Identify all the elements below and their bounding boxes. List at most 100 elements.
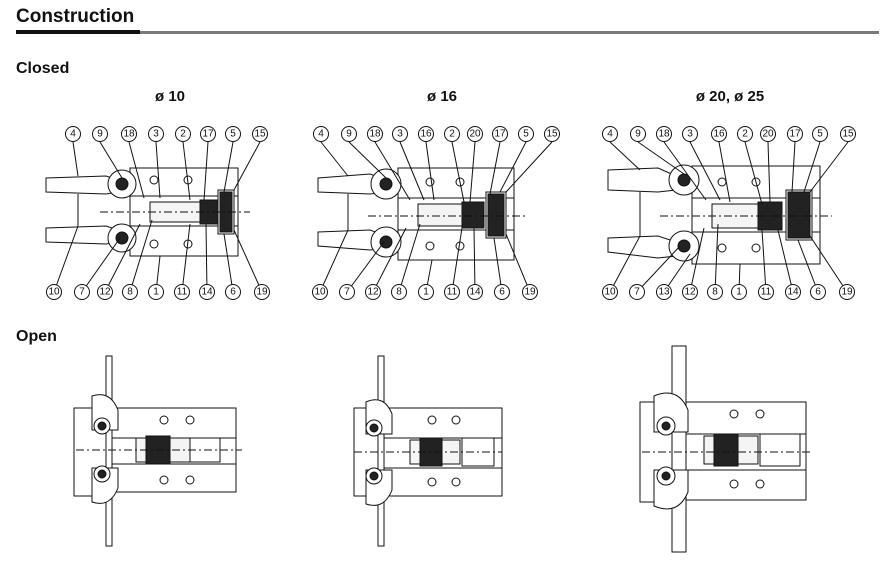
- callout-d20-b6: 11: [758, 284, 774, 300]
- closed-drawing-d20-25: 4 9 18 3 16 2 20 17 5 15 10 7 13 12 8 1 …: [602, 126, 856, 300]
- svg-text:12: 12: [99, 287, 111, 298]
- svg-text:14: 14: [201, 287, 213, 298]
- svg-text:18: 18: [123, 129, 135, 140]
- svg-text:10: 10: [314, 287, 326, 298]
- callout-d20-t9: 15: [840, 126, 856, 142]
- svg-text:20: 20: [469, 129, 481, 140]
- callout-d20-b1: 7: [629, 284, 645, 300]
- svg-text:6: 6: [230, 287, 236, 298]
- callout-d10-t2: 18: [121, 126, 137, 142]
- callout-d20-b9: 19: [839, 284, 855, 300]
- svg-text:3: 3: [153, 129, 159, 140]
- callout-d10-b5: 11: [174, 284, 190, 300]
- callout-d10-t1: 9: [92, 126, 108, 142]
- callout-d16-t4: 16: [418, 126, 434, 142]
- svg-text:6: 6: [499, 287, 505, 298]
- callout-d20-t8: 5: [812, 126, 828, 142]
- size-label-d20-25: ø 20, ø 25: [695, 88, 765, 105]
- callout-d10-t3: 3: [148, 126, 164, 142]
- svg-text:3: 3: [397, 129, 403, 140]
- svg-text:18: 18: [658, 129, 670, 140]
- svg-text:10: 10: [48, 287, 60, 298]
- svg-text:14: 14: [469, 287, 481, 298]
- svg-text:3: 3: [687, 129, 693, 140]
- svg-text:16: 16: [713, 129, 725, 140]
- callout-d10-t7: 15: [252, 126, 268, 142]
- callout-d20-b4: 8: [707, 284, 723, 300]
- callout-d16-b4: 1: [418, 284, 434, 300]
- callout-d10-t0: 4: [65, 126, 81, 142]
- open-drawing-d16: [353, 355, 503, 547]
- callout-d16-t5: 2: [444, 126, 460, 142]
- callout-d16-b5: 11: [444, 284, 460, 300]
- svg-text:13: 13: [658, 287, 670, 298]
- svg-text:20: 20: [762, 129, 774, 140]
- svg-text:7: 7: [344, 287, 350, 298]
- svg-text:10: 10: [604, 287, 616, 298]
- svg-text:9: 9: [635, 129, 641, 140]
- svg-text:7: 7: [634, 287, 640, 298]
- callout-d16-t3: 3: [392, 126, 408, 142]
- svg-text:17: 17: [789, 129, 801, 140]
- callout-d16-b2: 12: [365, 284, 381, 300]
- svg-text:19: 19: [256, 287, 268, 298]
- svg-text:11: 11: [761, 287, 772, 298]
- svg-text:6: 6: [815, 287, 821, 298]
- svg-text:12: 12: [367, 287, 379, 298]
- callout-d16-b3: 8: [391, 284, 407, 300]
- callout-d20-t1: 9: [630, 126, 646, 142]
- callout-d10-b1: 7: [74, 284, 90, 300]
- callout-d20-b5: 1: [731, 284, 747, 300]
- svg-text:15: 15: [842, 129, 854, 140]
- callout-d10-b4: 1: [148, 284, 164, 300]
- callout-d16-b0: 10: [312, 284, 328, 300]
- svg-text:15: 15: [546, 129, 558, 140]
- svg-text:19: 19: [524, 287, 536, 298]
- svg-text:5: 5: [817, 129, 823, 140]
- callout-d16-t9: 15: [544, 126, 560, 142]
- svg-text:17: 17: [202, 129, 214, 140]
- closed-drawing-d10: 4 9 18 3 2 17 5 15 10 7 12 8 1 11 14 6 1…: [45, 126, 270, 300]
- callout-d16-t6: 20: [467, 126, 483, 142]
- callout-d16-t7: 17: [492, 126, 508, 142]
- callout-d20-t3: 3: [682, 126, 698, 142]
- svg-text:18: 18: [369, 129, 381, 140]
- callout-d16-t0: 4: [313, 126, 329, 142]
- open-drawing-d10: [73, 355, 242, 547]
- callout-d10-b0: 10: [46, 284, 62, 300]
- callout-d20-b0: 10: [602, 284, 618, 300]
- svg-text:4: 4: [70, 129, 76, 140]
- callout-d16-b6: 14: [467, 284, 483, 300]
- svg-text:1: 1: [423, 287, 429, 298]
- title-underline: [16, 30, 140, 34]
- svg-text:11: 11: [447, 287, 458, 298]
- svg-text:2: 2: [180, 129, 186, 140]
- callout-d20-b3: 12: [682, 284, 698, 300]
- callout-d10-t6: 5: [225, 126, 241, 142]
- size-label-d10: ø 10: [154, 88, 185, 105]
- callout-d10-b8: 19: [254, 284, 270, 300]
- svg-text:16: 16: [420, 129, 432, 140]
- svg-text:8: 8: [712, 287, 718, 298]
- title-rule: [140, 31, 879, 34]
- callout-d16-t2: 18: [367, 126, 383, 142]
- section-open-label: Open: [16, 328, 57, 345]
- callout-d20-t7: 17: [787, 126, 803, 142]
- svg-text:4: 4: [607, 129, 613, 140]
- closed-drawing-d16: 4 9 18 3 16 2 20 17 5 15 10 7 12 8 1 11 …: [312, 126, 560, 300]
- svg-text:5: 5: [230, 129, 236, 140]
- callout-d20-b8: 6: [810, 284, 826, 300]
- callout-d16-b1: 7: [339, 284, 355, 300]
- callout-d20-b7: 14: [785, 284, 801, 300]
- callout-d20-t5: 2: [737, 126, 753, 142]
- callout-d10-b7: 6: [225, 284, 241, 300]
- svg-text:2: 2: [742, 129, 748, 140]
- svg-text:14: 14: [787, 287, 799, 298]
- section-closed-label: Closed: [16, 60, 70, 77]
- open-drawing-d20-25: [639, 345, 810, 553]
- svg-text:1: 1: [153, 287, 159, 298]
- callout-d16-b7: 6: [494, 284, 510, 300]
- svg-text:4: 4: [318, 129, 324, 140]
- svg-text:19: 19: [841, 287, 853, 298]
- callout-d16-t8: 5: [518, 126, 534, 142]
